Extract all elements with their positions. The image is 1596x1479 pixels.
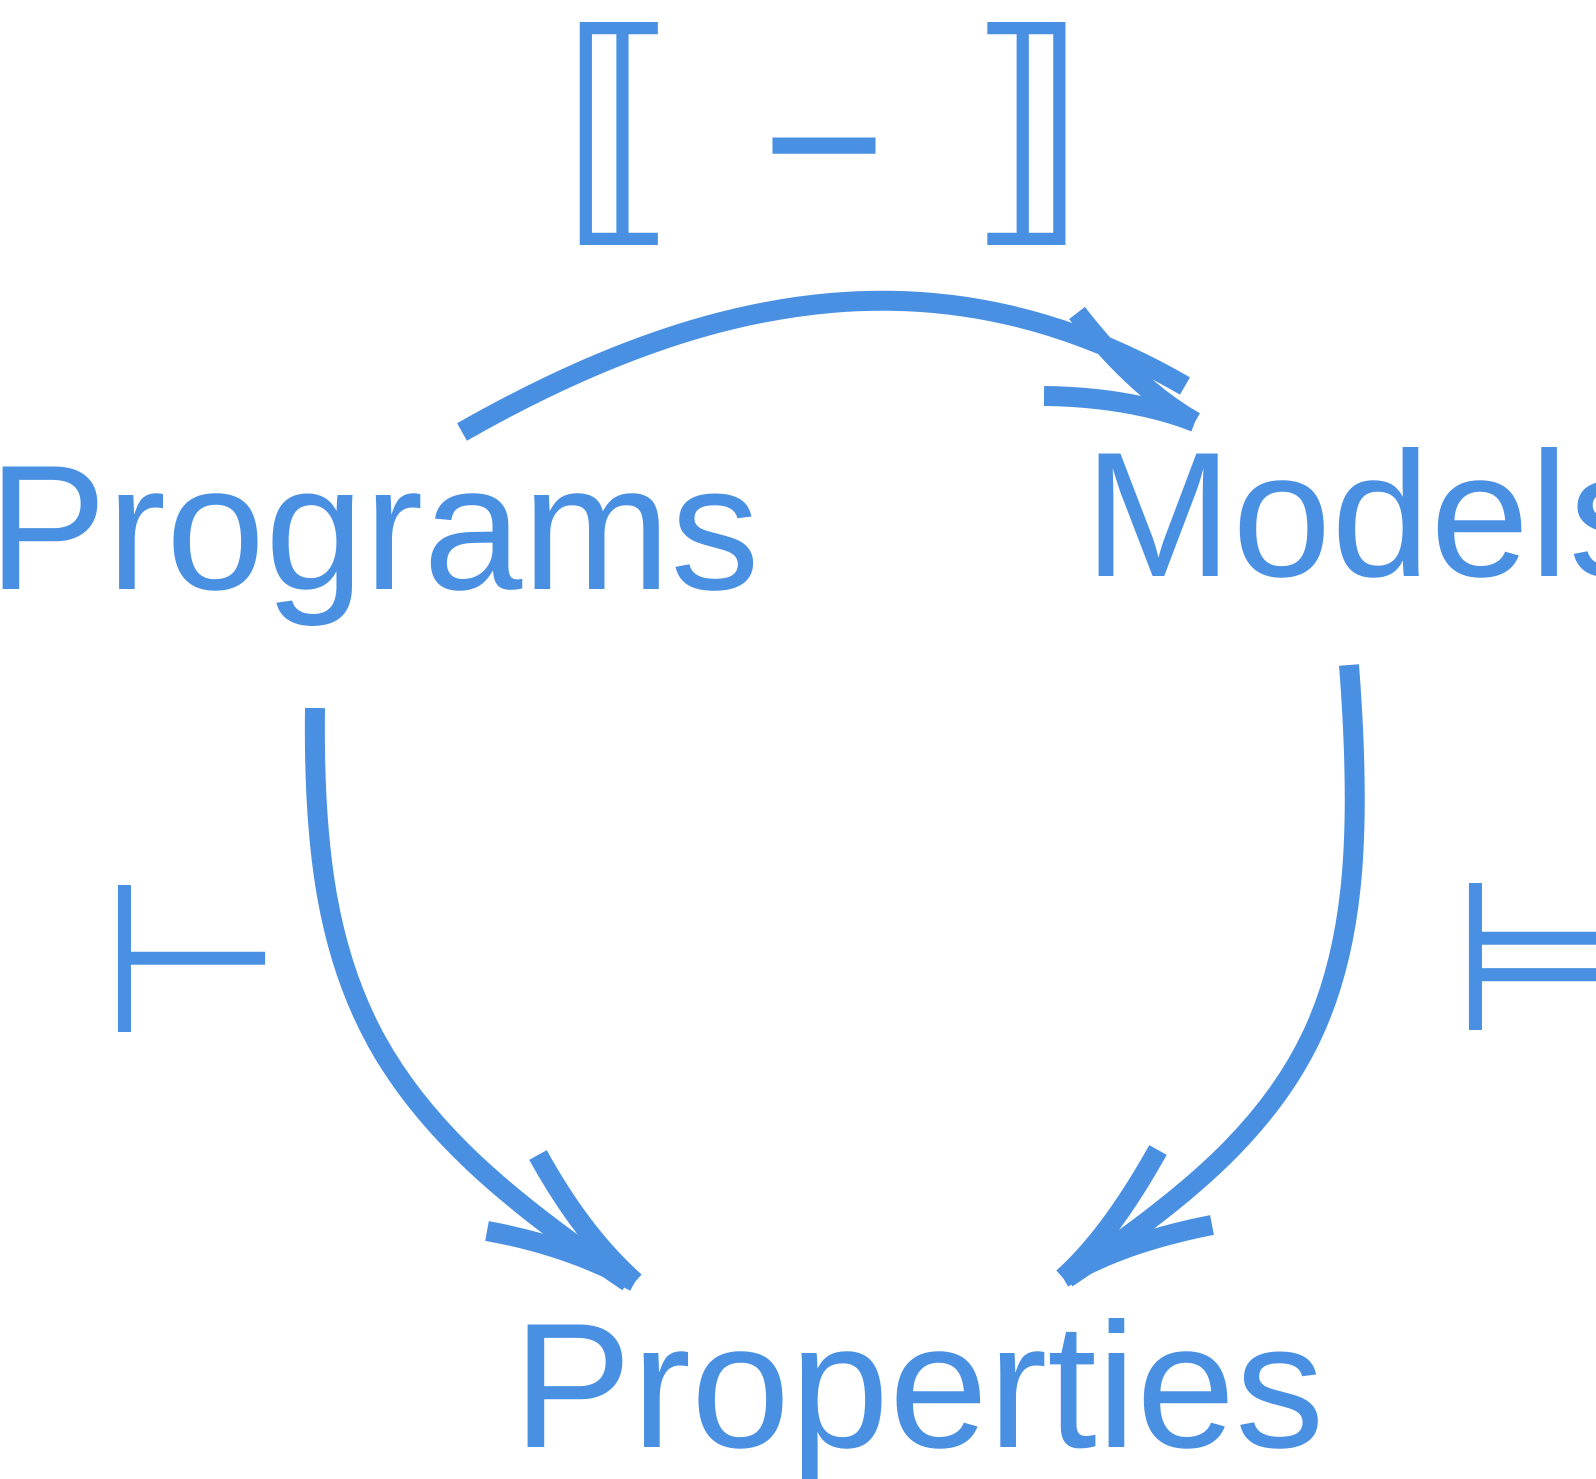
arrow-programs-to-properties-shaft	[304, 707, 634, 1291]
arrow-programs-to-models	[457, 290, 1200, 441]
node-programs: Programs	[0, 428, 760, 627]
arrow-programs-to-properties	[304, 707, 642, 1291]
arrow-programs-to-models-head	[1043, 306, 1200, 432]
arrow-models-to-properties	[1056, 664, 1365, 1287]
arrow-models-to-properties-shaft	[1061, 664, 1365, 1287]
arrow-models-to-properties-head	[1056, 1145, 1214, 1287]
proves-label: ⊢	[100, 837, 283, 1082]
models-relation-label: ⊨	[1451, 835, 1596, 1080]
node-properties: Properties	[513, 1286, 1324, 1479]
semantics-label: ⟦ – ⟧	[558, 0, 1090, 271]
arrow-programs-to-properties-head	[485, 1150, 642, 1291]
node-models: Models	[1084, 415, 1596, 614]
arrow-programs-to-models-shaft	[457, 290, 1191, 441]
